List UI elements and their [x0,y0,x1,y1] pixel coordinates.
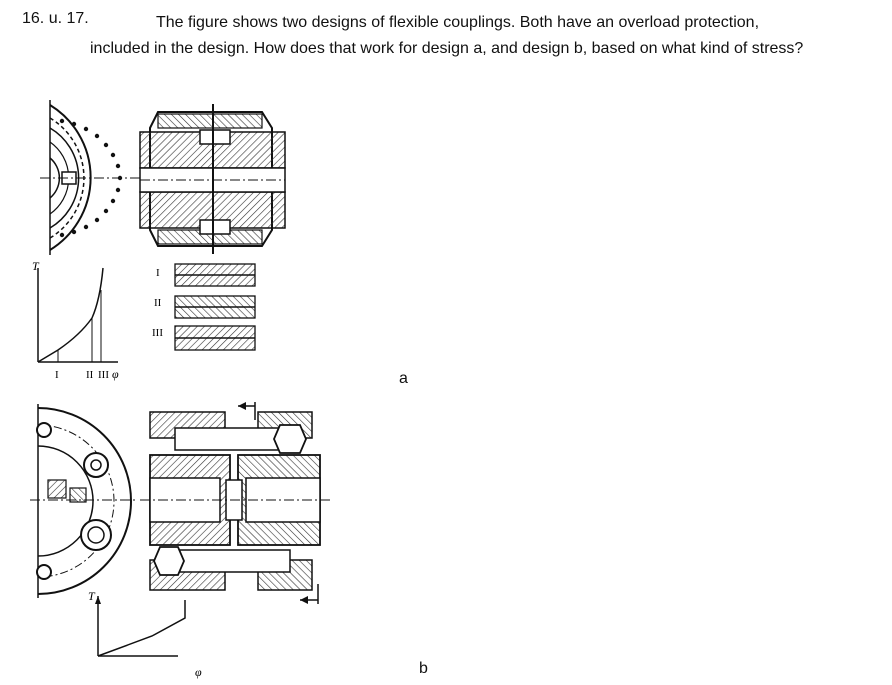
stage-label-3: III [152,327,163,339]
design-b-label: b [419,660,428,677]
design-a-y-axis-label: T [32,259,40,273]
question-text: The figure shows two designs of flexible… [90,10,880,62]
design-b-drawing: T φ [30,402,330,679]
stage-label-2: II [154,297,162,309]
question-number: 16. u. 17. [22,10,89,27]
design-a-section-view [139,104,286,254]
design-b-characteristic-graph [95,596,186,657]
design-b-section-view [140,402,330,604]
design-a-spring-stages [174,263,256,351]
design-b-end-view [30,404,135,598]
design-a-x-axis-label: φ [112,367,119,381]
tick-label-2: II [86,369,94,381]
tick-label-1: I [55,369,59,381]
question-text-rest: included in the design. How does that wo… [90,40,804,57]
design-b-y-axis-label: T [88,589,96,603]
design-a-characteristic-graph [37,267,118,363]
question-text-line1: The figure shows two designs of flexible… [156,14,760,31]
design-a-drawing: I II III T I II III φ [32,100,286,381]
design-a-label: a [399,370,408,387]
design-b-x-axis-label: φ [195,665,202,679]
design-a-end-view [40,100,140,255]
stage-label-1: I [156,267,160,279]
tick-label-3: III [98,369,109,381]
